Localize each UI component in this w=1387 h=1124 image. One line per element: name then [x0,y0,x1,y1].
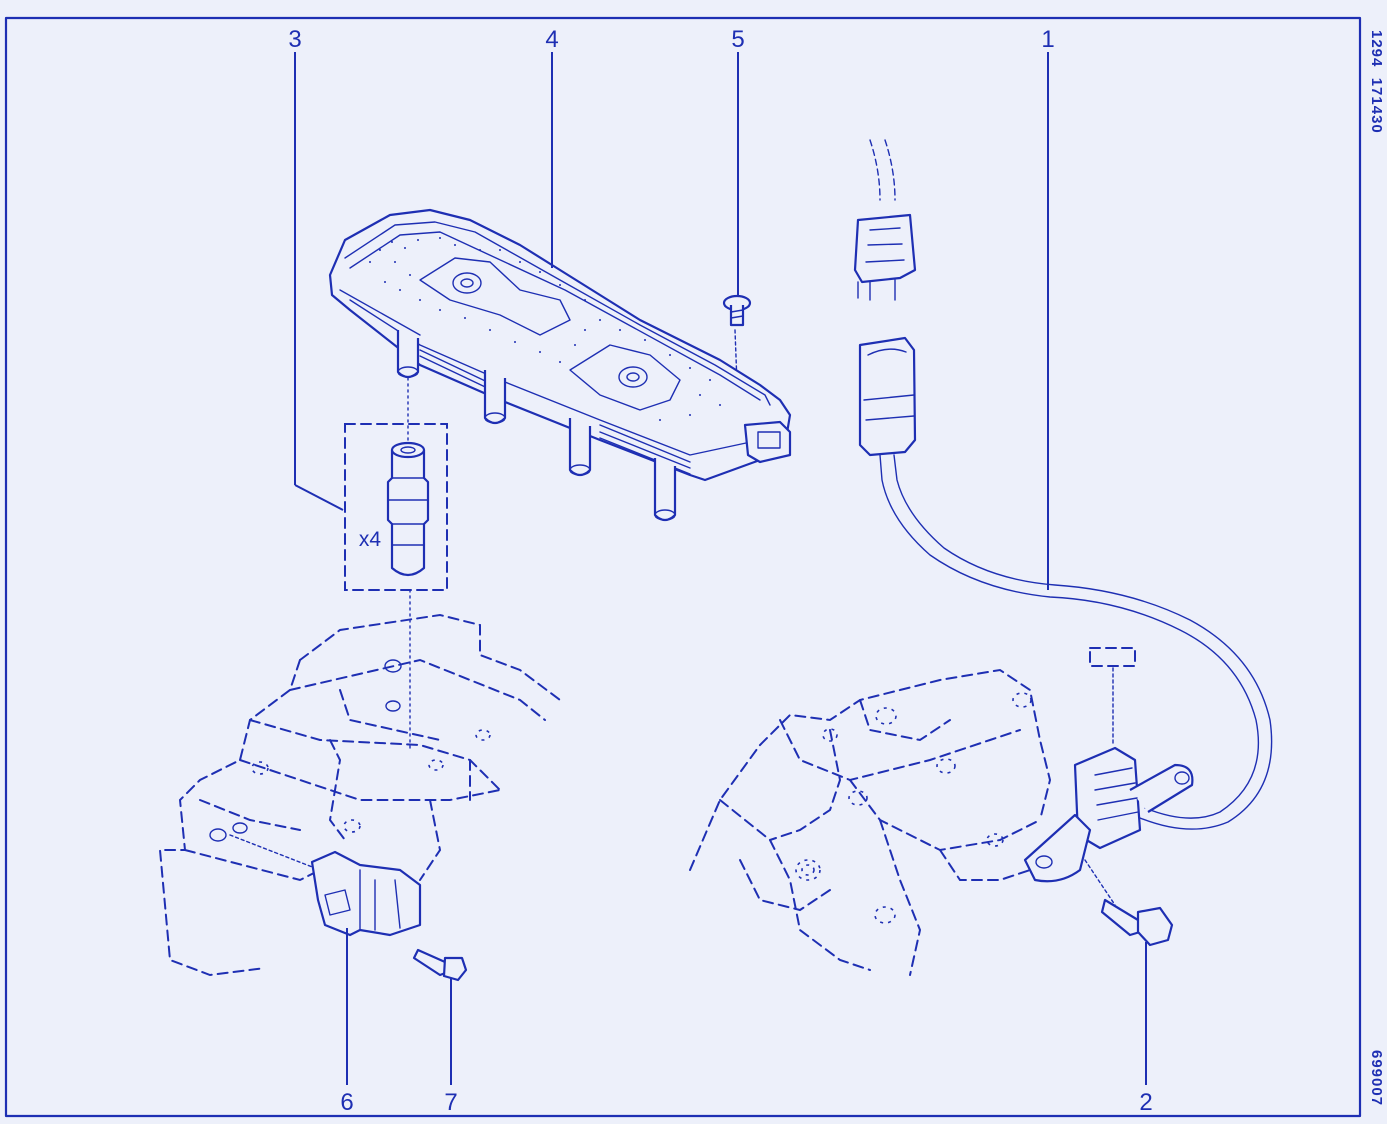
ignition-coil-pack [328,208,792,522]
drawing-frame [4,16,1362,1118]
leader-lines [294,52,1147,1085]
sensor-harness-part-1 [853,139,1273,830]
callout-6: 6 [340,1089,353,1116]
callout-4: 4 [545,26,558,53]
bolt-part-7 [412,948,468,982]
quantity-label: x4 [359,528,382,551]
bolt-part-2 [1100,898,1174,947]
side-code-top: 1294 171430 [1368,30,1385,134]
screw-part-5 [722,294,752,327]
spark-plug-boot-part-3 [344,423,448,591]
callout-1: 1 [1041,26,1054,53]
gearbox-housing-right [689,668,1052,976]
position-sensor-part-2 [1023,647,1194,883]
sensor-part-6 [310,850,422,937]
side-code-bottom: 699007 [1368,1050,1385,1106]
callout-3: 3 [288,26,301,53]
engine-block-left [158,613,561,977]
callout-2: 2 [1139,1089,1152,1116]
callout-5: 5 [731,26,744,53]
callout-7: 7 [444,1089,457,1116]
